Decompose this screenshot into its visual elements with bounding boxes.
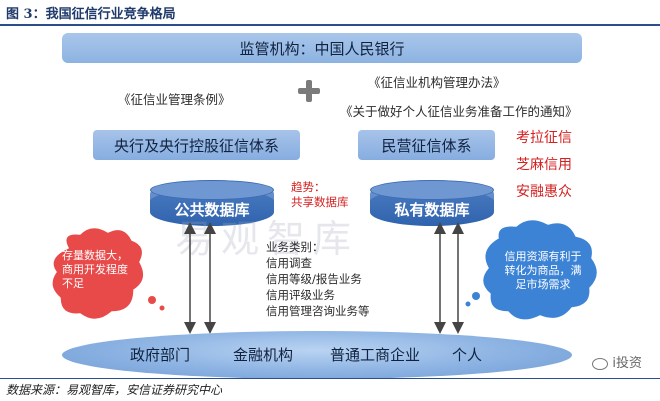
private-system-box: 民营征信体系	[358, 130, 495, 160]
plus-icon	[298, 80, 320, 102]
business-item-4: 信用管理咨询业务等	[266, 304, 370, 318]
cylinder-top-left	[150, 180, 274, 200]
business-heading: 业务类别：	[266, 240, 324, 254]
right-callout-bubble-2	[465, 301, 471, 307]
trend-label: 趋势：	[291, 180, 326, 194]
regulation-right-1: 《征信业机构管理办法》	[368, 75, 506, 90]
business-item-1: 信用调查	[266, 256, 312, 270]
brand-label: i投资	[612, 356, 642, 371]
private-example-3: 安融惠众	[516, 184, 572, 200]
brand-watermark: i投资	[592, 352, 642, 371]
central-system-box: 央行及央行控股征信体系	[93, 130, 300, 160]
right-callout-text: 信用资源有利于转化为商品，满足市场需求	[504, 250, 582, 291]
source-note: 数据来源：易观智库，安信证券研究中心	[6, 383, 223, 397]
entity-financial: 金融机构	[233, 346, 294, 364]
central-system-label: 央行及央行控股征信体系	[113, 136, 279, 155]
private-example-1: 考拉征信	[516, 130, 572, 146]
wechat-icon	[592, 357, 609, 370]
business-item-3: 信用评级业务	[266, 288, 335, 302]
footer-divider	[0, 378, 660, 379]
regulation-left: 《征信业管理条例》	[118, 92, 231, 107]
entity-individual: 个人	[452, 346, 483, 364]
entity-government: 政府部门	[130, 346, 191, 364]
right-callout-bubble-1	[472, 292, 480, 300]
private-database-label: 私有数据库	[394, 200, 470, 219]
public-database-label: 公共数据库	[174, 200, 250, 219]
regulator-bar: 监管机构：中国人民银行	[62, 33, 582, 63]
right-callout-cloud	[481, 218, 599, 321]
left-callout-text: 存量数据大，商用开发程度不足	[62, 249, 128, 290]
figure-title: 图 3：我国征信行业竞争格局	[6, 7, 176, 22]
trend-value: 共享数据库	[291, 195, 349, 209]
left-callout-bubble-1	[148, 296, 156, 304]
public-database-cylinder: 公共数据库	[150, 180, 274, 226]
cylinder-top-right	[370, 180, 494, 200]
left-callout-bubble-2	[159, 305, 165, 311]
business-item-2: 信用等级/报告业务	[266, 272, 362, 286]
private-database-cylinder: 私有数据库	[370, 180, 494, 226]
entities-ellipse	[62, 331, 572, 379]
title-divider	[0, 24, 660, 26]
private-system-label: 民营征信体系	[381, 136, 472, 155]
left-callout-cloud	[51, 226, 145, 321]
regulator-label: 监管机构：中国人民银行	[239, 39, 405, 58]
regulation-right-2: 《关于做好个人征信业务准备工作的通知》	[340, 104, 578, 119]
entity-enterprise: 普通工商企业	[330, 346, 421, 364]
private-example-2: 芝麻信用	[516, 157, 572, 173]
